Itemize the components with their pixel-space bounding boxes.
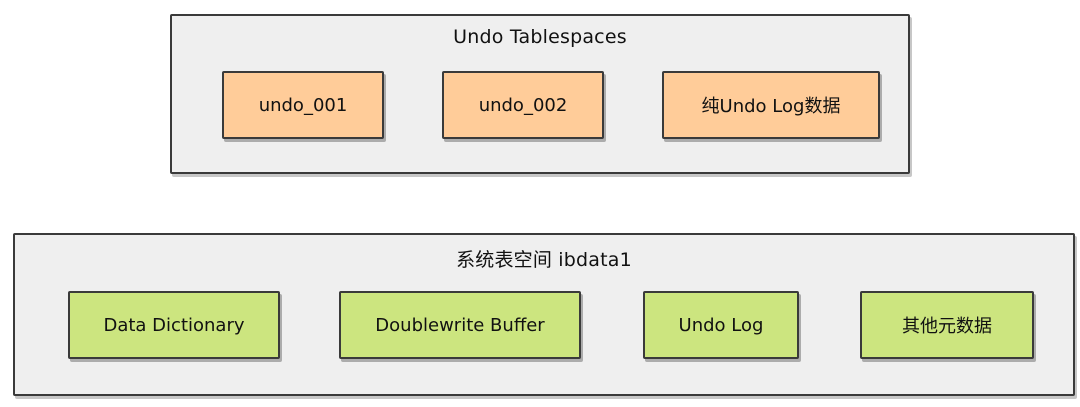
undo-tablespaces-container: Undo Tablespaces undo_001 undo_002 纯Undo… — [170, 14, 910, 174]
pure-undo-log-data-box: 纯Undo Log数据 — [662, 71, 880, 139]
doublewrite-buffer-box: Doublewrite Buffer — [339, 291, 581, 359]
data-dictionary-box: Data Dictionary — [68, 291, 280, 359]
undo-002-box: undo_002 — [442, 71, 604, 139]
system-tablespace-container: 系统表空间 ibdata1 Data Dictionary Doublewrit… — [13, 233, 1075, 396]
other-metadata-box: 其他元数据 — [860, 291, 1034, 359]
undo-log-box: Undo Log — [643, 291, 799, 359]
system-tablespace-title: 系统表空间 ibdata1 — [456, 249, 632, 271]
undo-001-box: undo_001 — [222, 71, 384, 139]
undo-tablespaces-title: Undo Tablespaces — [453, 26, 627, 48]
